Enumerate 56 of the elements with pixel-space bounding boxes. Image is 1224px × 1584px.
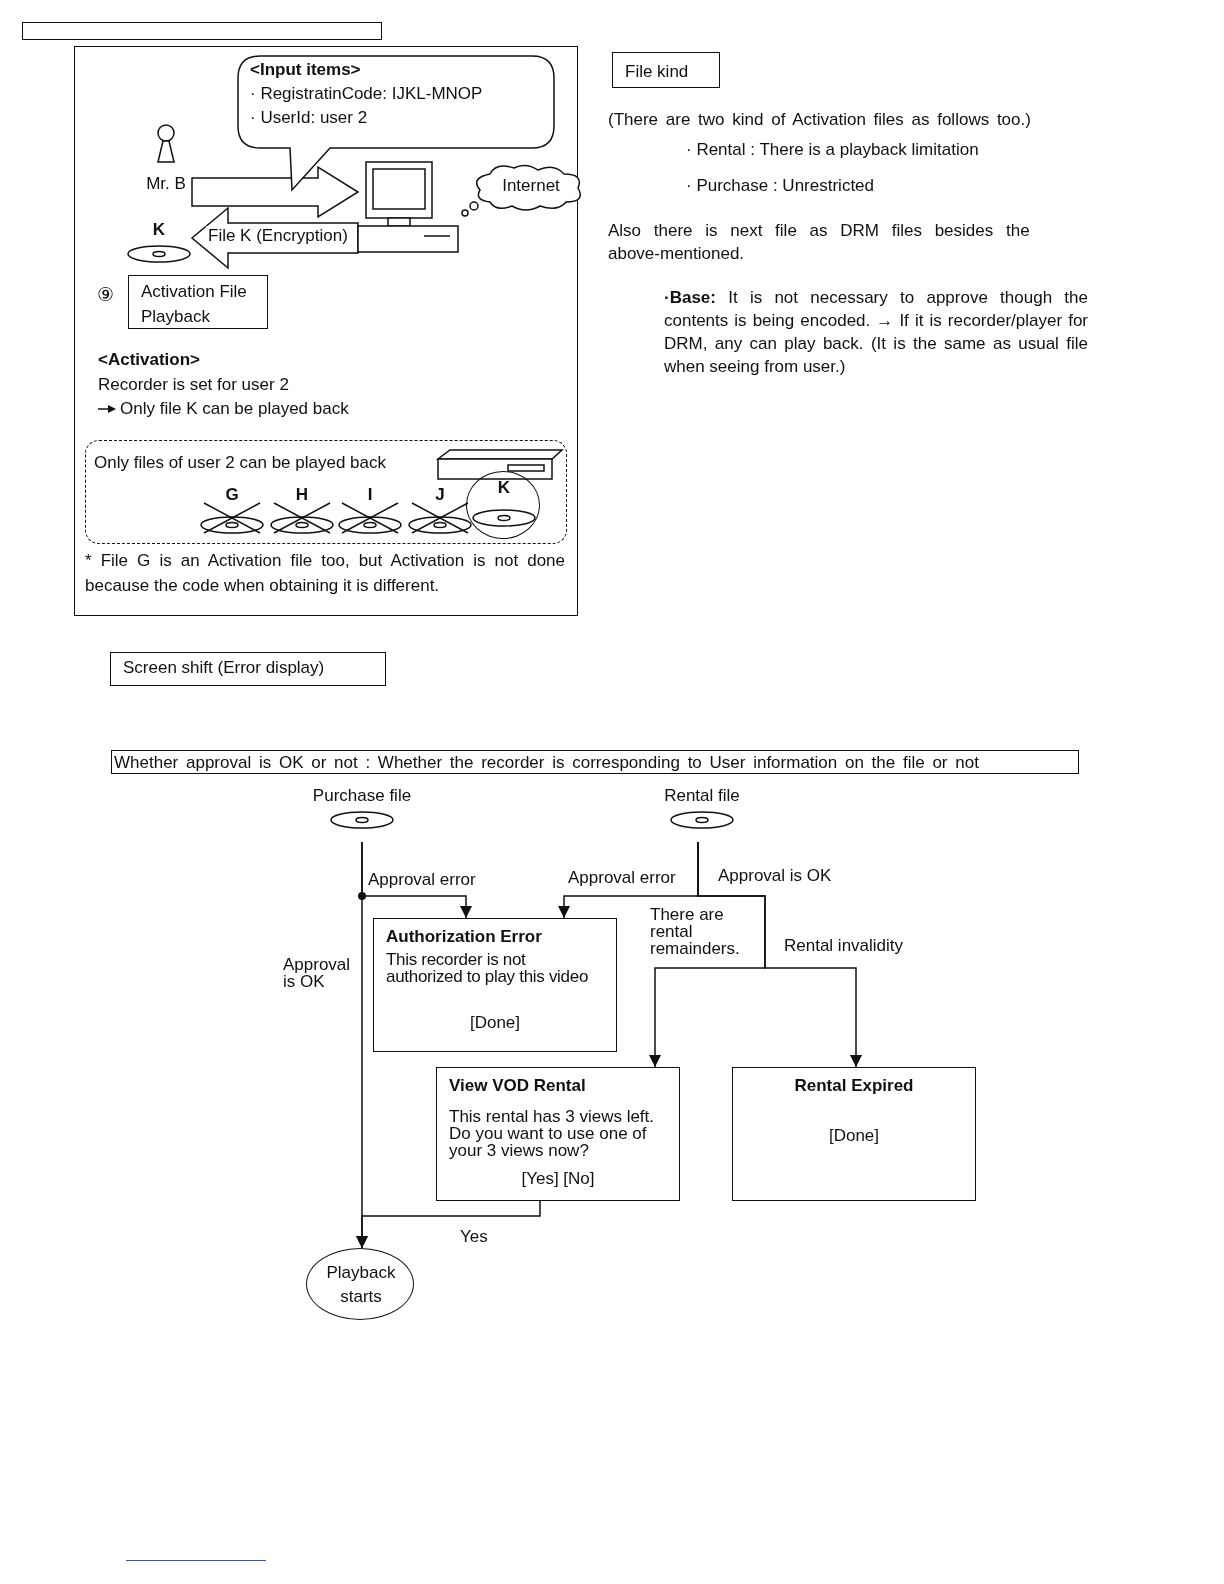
- block-arrow: [191, 165, 360, 219]
- disc-label: I: [366, 485, 374, 506]
- disc-label: Rental file: [663, 786, 741, 807]
- paragraph: ·Base: It is not necessary to approve though the contents is being encoded. → If it is recorder/player for DRM, any can play back. (It is the same as usual file when seeing from user.): [664, 287, 1088, 378]
- box-text: Screen shift (Error display): [123, 658, 326, 679]
- branch-label: Approval is OK: [716, 866, 834, 887]
- disc-label: K: [151, 220, 167, 241]
- note-text: (There are two kind of Activation files as follows too.): [608, 110, 1031, 131]
- box-text: Activation File Playback: [141, 281, 248, 328]
- cloud-label: Internet: [501, 176, 561, 197]
- terminal-label: Playback starts: [325, 1262, 397, 1308]
- bubble-text: · UserId: user 2: [250, 108, 368, 129]
- dialog-box: [732, 1067, 976, 1201]
- list-item: · Rental : There is a playback limitation: [686, 140, 979, 161]
- computer-icon: [358, 160, 458, 254]
- cloud-shape: [460, 164, 584, 218]
- list-item: · Purchase : Unrestricted: [686, 176, 874, 197]
- disc-label: H: [294, 485, 310, 506]
- edge-label: Rental invalidity: [782, 936, 906, 957]
- text-box: [111, 750, 1079, 774]
- section-heading: <Activation>: [98, 350, 201, 371]
- disc-label: Purchase file: [311, 786, 413, 807]
- dialog-box: [436, 1067, 680, 1201]
- bubble-text: · RegistratinCode: IJKL-MNOP: [250, 84, 483, 105]
- bubble-heading: <Input items>: [250, 60, 361, 81]
- box-title: View VOD Rental: [449, 1076, 587, 1097]
- arrow: [356, 1200, 541, 1249]
- footnote-text: * File G is an Activation file too, but Activation is not done because the code when obtaining it is different.: [85, 550, 565, 597]
- box-text: This recorder is not authorized to play this video: [386, 951, 590, 986]
- box-text: File kind: [625, 62, 690, 83]
- step-number: ⑨: [97, 284, 114, 307]
- box-title: Authorization Error: [386, 927, 543, 948]
- edge-label: File K (Encryption): [206, 226, 350, 247]
- box-text: Whether approval is OK or not : Whether the recorder is corresponding to User information on the file or not: [114, 753, 980, 774]
- dashed-group: [85, 440, 567, 544]
- text-box: [110, 652, 386, 686]
- disc-label: G: [224, 485, 240, 506]
- option-text: [Done]: [468, 1013, 522, 1034]
- edge-label: Approval error: [566, 868, 678, 889]
- person-label: Mr. B: [145, 174, 187, 195]
- text-box: [612, 52, 720, 88]
- paragraph: Also there is next file as DRM files besides the above-mentioned.: [608, 220, 1031, 265]
- box-text: [Done]: [827, 1126, 881, 1147]
- disc-label: K: [496, 478, 512, 499]
- arrow: [697, 841, 862, 1068]
- recorder-icon: [438, 449, 563, 481]
- box-title: Rental Expired: [793, 1076, 915, 1097]
- option-text: [Yes] [No]: [520, 1169, 596, 1190]
- note-text: Only file K can be played back: [120, 399, 349, 420]
- disc-label: J: [434, 485, 446, 506]
- group-label: Only files of user 2 can be played back: [94, 453, 386, 474]
- text-box: [128, 275, 268, 329]
- dialog-box: [373, 918, 617, 1052]
- note-text: Recorder is set for user 2: [98, 375, 289, 396]
- box-text: This rental has 3 views left. Do you want to use one of your 3 views now?: [449, 1108, 656, 1160]
- edge-label: Approval error: [366, 870, 478, 891]
